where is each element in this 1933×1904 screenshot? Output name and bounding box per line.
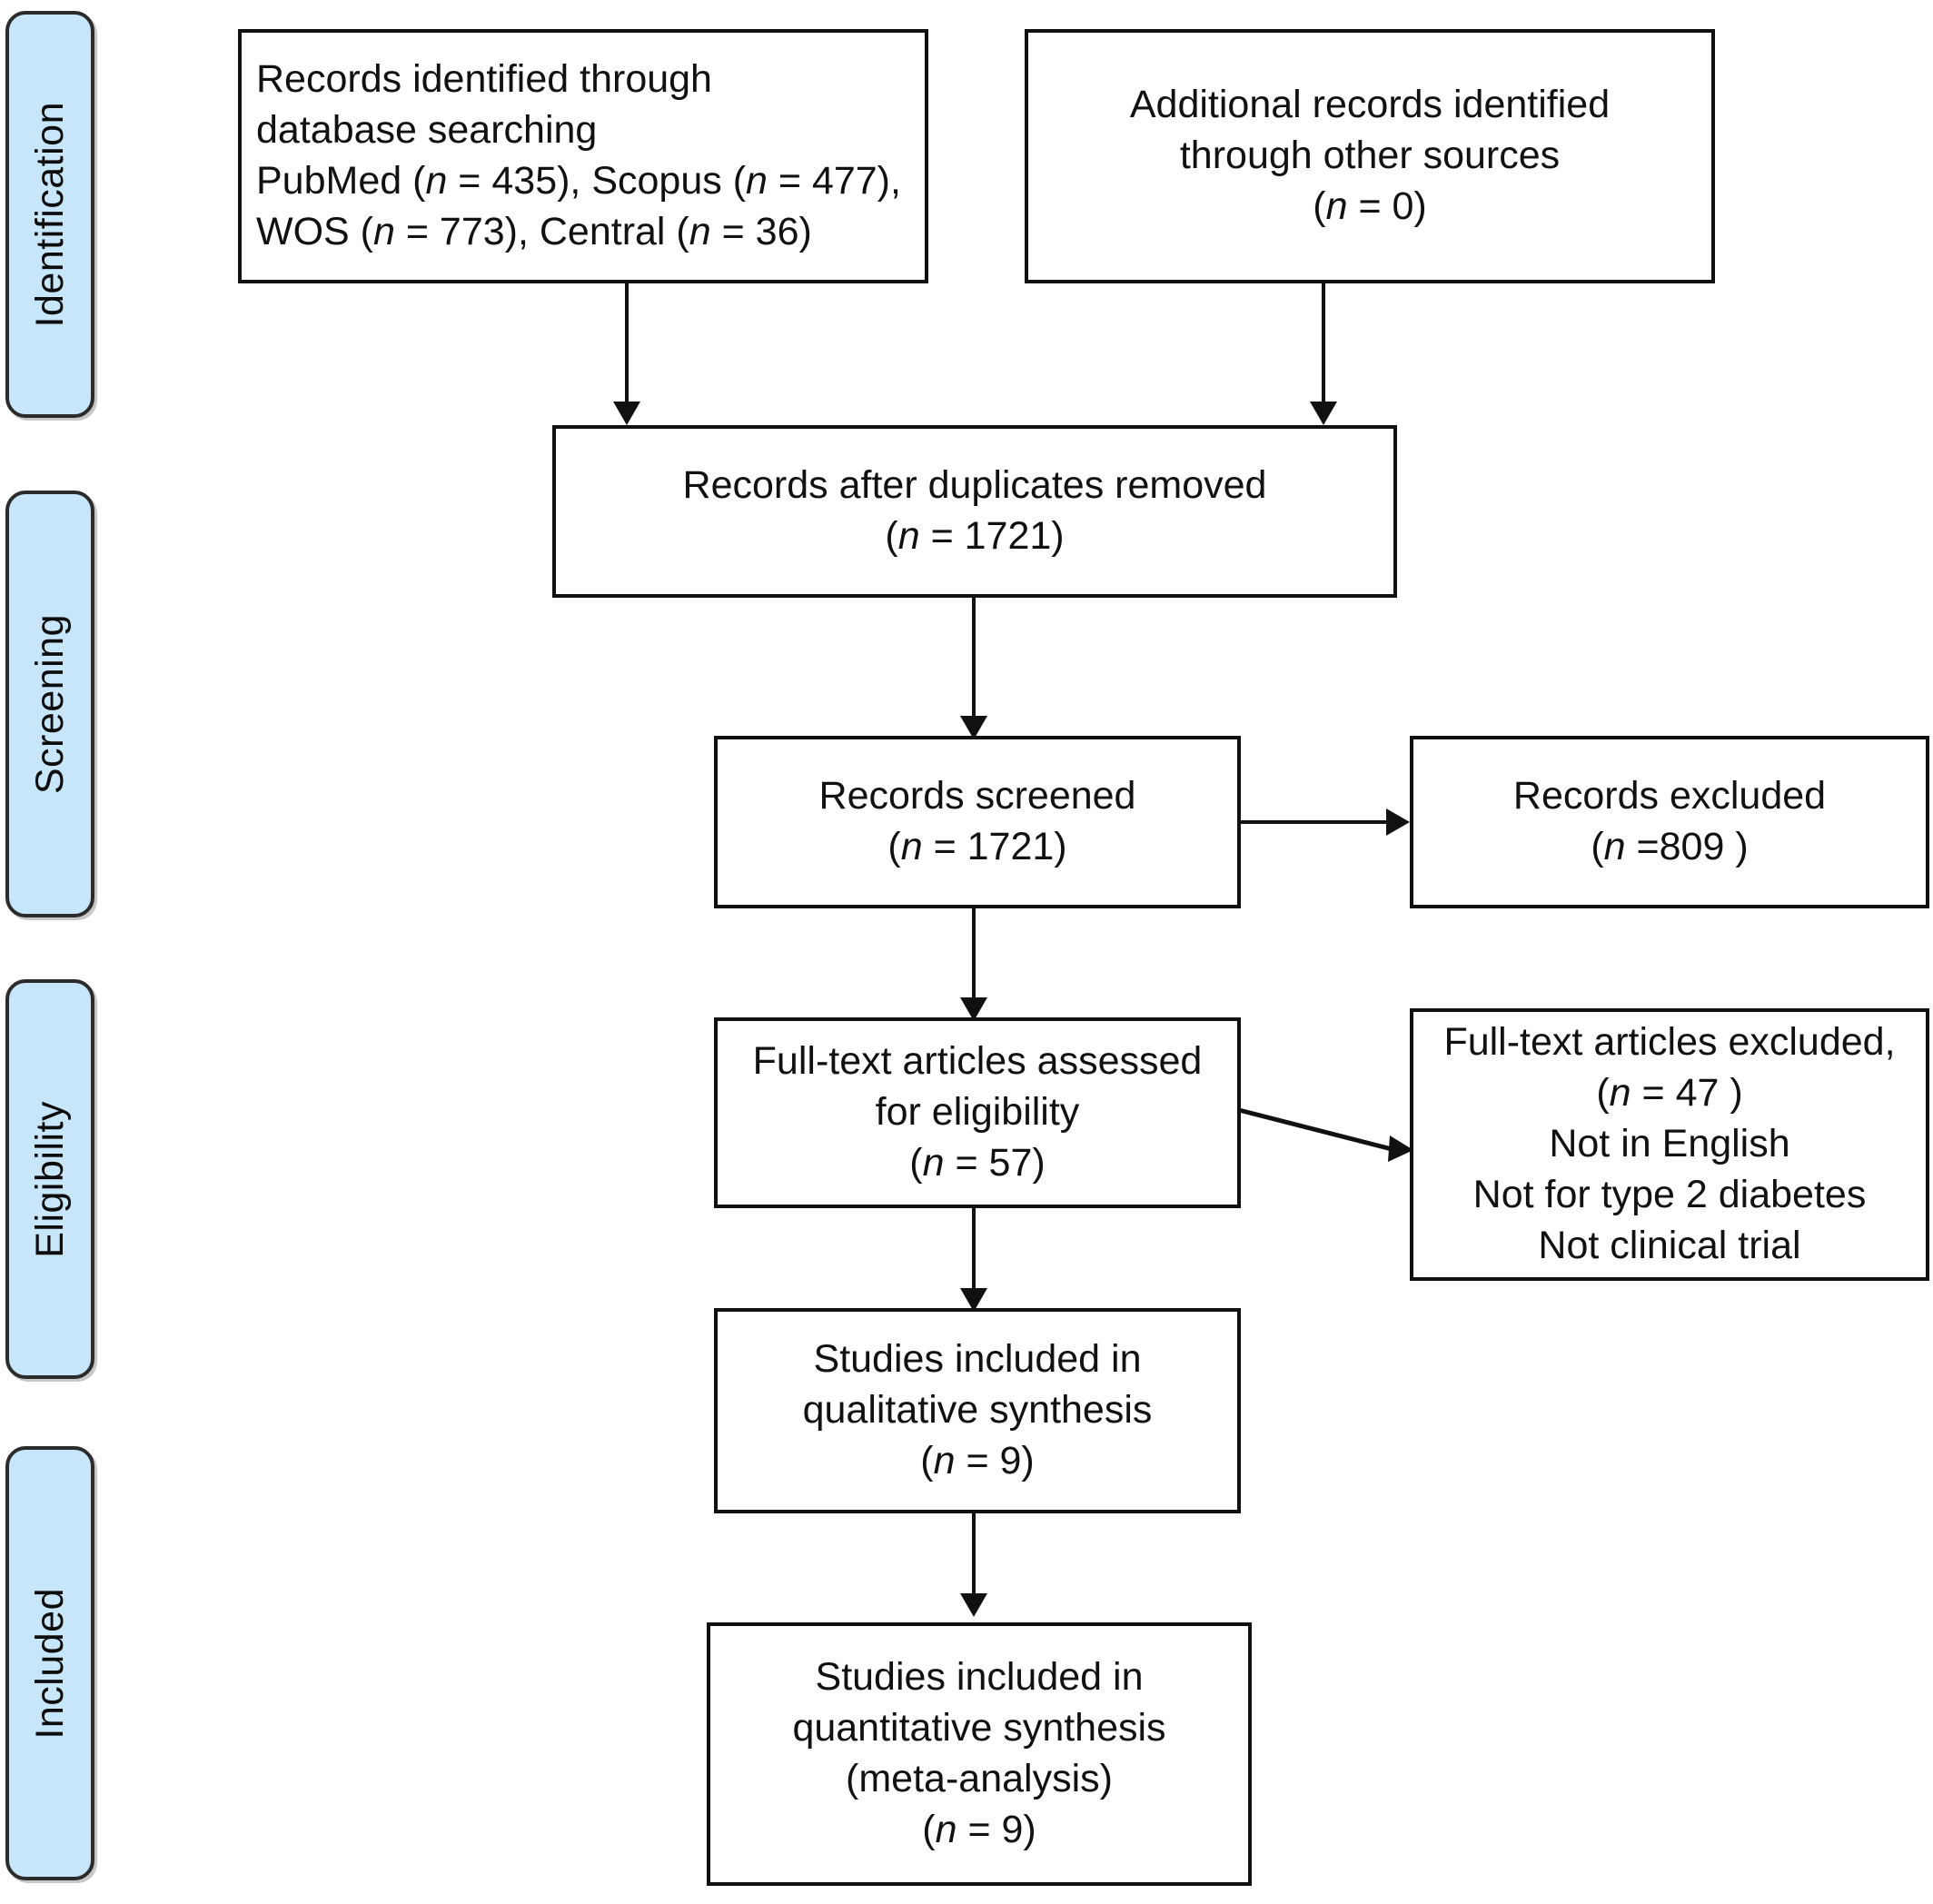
arrowhead-qualitative-to-quantitative: [960, 1593, 987, 1617]
box-fulltext-assessed: Full-text articles assessed for eligibil…: [714, 1017, 1241, 1208]
box-line: (n = 47 ): [1596, 1071, 1743, 1116]
connector-screened-to-excluded: [1241, 820, 1386, 824]
box-quantitative-synthesis: Studies included in quantitative synthes…: [707, 1622, 1252, 1886]
box-line: Full-text articles assessed: [752, 1039, 1203, 1084]
box-line: WOS (n = 773), Central (n = 36): [256, 209, 812, 253]
connector-fulltext-to-qualitative: [972, 1208, 976, 1308]
box-line: Not in English: [1549, 1122, 1790, 1166]
box-duplicates-removed: Records after duplicates removed (n = 17…: [552, 425, 1397, 598]
arrowhead-fulltext-to-qualitative: [960, 1288, 987, 1312]
box-line: Records screened: [818, 774, 1136, 818]
stage-label-identification: Identification: [27, 101, 72, 328]
box-line: Records identified through: [256, 57, 712, 102]
box-line: database searching: [256, 108, 598, 153]
box-line: (n = 57): [909, 1140, 1046, 1185]
connector-screened-to-fulltext: [972, 908, 976, 1008]
stage-pill-eligibility: Eligibility: [5, 979, 94, 1379]
box-line: for eligibility: [875, 1090, 1080, 1135]
box-line: PubMed (n = 435), Scopus (n = 477),: [256, 159, 901, 203]
box-line: Not for type 2 diabetes: [1472, 1172, 1867, 1216]
box-line: Not clinical trial: [1538, 1223, 1801, 1267]
box-line: (n = 9): [922, 1807, 1036, 1851]
box-line: qualitative synthesis: [802, 1388, 1153, 1433]
arrowhead-identified-to-duplicates: [613, 402, 640, 425]
box-additional-records: Additional records identified through ot…: [1025, 29, 1715, 283]
stage-label-screening: Screening: [27, 613, 72, 795]
arrowhead-additional-to-duplicates: [1310, 402, 1337, 425]
box-line: (n =809 ): [1591, 825, 1749, 868]
box-records-identified: Records identified through database sear…: [238, 29, 928, 283]
box-records-excluded: Records excluded (n =809 ): [1410, 736, 1929, 908]
arrowhead-duplicates-to-screened: [960, 716, 987, 739]
arrowhead-screened-to-fulltext: [960, 997, 987, 1021]
stage-label-included: Included: [27, 1587, 72, 1740]
box-line: Records after duplicates removed: [682, 463, 1267, 508]
connector-qualitative-to-quantitative: [972, 1513, 976, 1613]
connector-duplicates-to-screened: [972, 598, 976, 725]
connector-additional-to-duplicates: [1322, 283, 1325, 411]
connector-identified-to-duplicates: [625, 283, 629, 411]
box-line: (n = 1721): [887, 825, 1067, 868]
box-line: (n = 1721): [885, 514, 1065, 558]
box-line: through other sources: [1179, 134, 1561, 178]
box-line: quantitative synthesis: [792, 1706, 1166, 1750]
box-line: Additional records identified: [1129, 83, 1611, 127]
box-line: Studies included in: [813, 1337, 1142, 1382]
stage-pill-included: Included: [5, 1446, 94, 1880]
box-qualitative-synthesis: Studies included in qualitative synthesi…: [714, 1308, 1241, 1513]
box-fulltext-excluded: Full-text articles excluded, (n = 47 ) N…: [1410, 1008, 1929, 1281]
box-line: (n = 9): [920, 1438, 1035, 1483]
stage-pill-identification: Identification: [5, 11, 94, 418]
stage-pill-screening: Screening: [5, 491, 94, 917]
box-line: (n = 0): [1313, 183, 1427, 228]
box-line: Records excluded: [1512, 774, 1827, 818]
arrowhead-screened-to-excluded: [1386, 808, 1410, 836]
stage-label-eligibility: Eligibility: [27, 1100, 72, 1258]
connector-fulltext-to-excluded: [1238, 1107, 1413, 1162]
box-records-screened: Records screened (n = 1721): [714, 736, 1241, 908]
box-line: (meta-analysis): [846, 1757, 1113, 1800]
box-line: Full-text articles excluded,: [1443, 1020, 1896, 1065]
box-line: Studies included in: [815, 1655, 1144, 1700]
